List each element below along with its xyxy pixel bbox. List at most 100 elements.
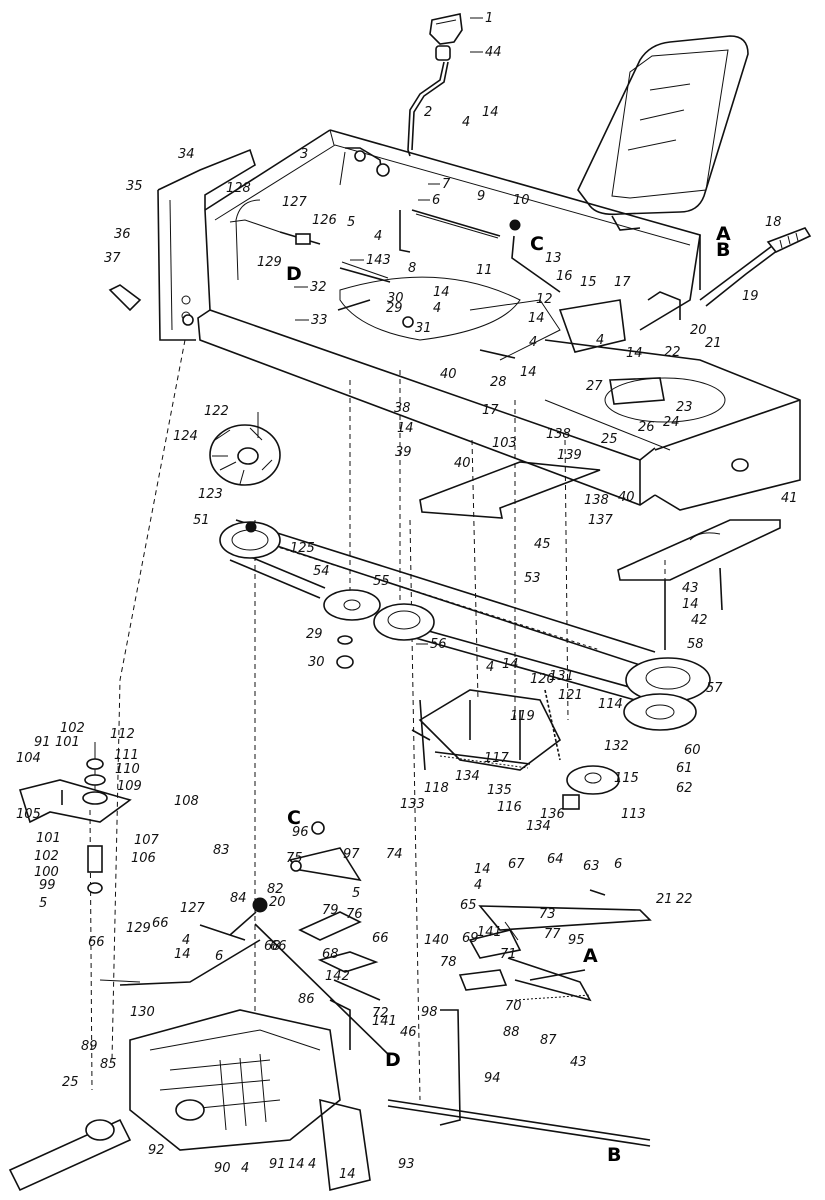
part-label-5: 5 xyxy=(352,886,360,901)
part-label-119: 119 xyxy=(510,709,535,724)
part-label-122: 122 xyxy=(204,404,229,419)
part-label-71: 71 xyxy=(500,947,517,962)
part-label-19: 19 xyxy=(742,289,759,304)
part-label-40: 40 xyxy=(454,456,471,471)
part-label-129: 129 xyxy=(126,921,151,936)
chassis-frame xyxy=(157,129,801,511)
part-label-114: 114 xyxy=(598,697,623,712)
part-label-117: 117 xyxy=(484,751,510,766)
part-label-109: 109 xyxy=(117,779,142,794)
part-label-139: 139 xyxy=(557,448,582,463)
part-label-15: 15 xyxy=(580,275,597,290)
part-label-142: 142 xyxy=(325,969,350,984)
part-label-4: 4 xyxy=(596,333,604,348)
shift-knob xyxy=(429,13,463,61)
part-label-104: 104 xyxy=(16,751,41,766)
part-label-127: 127 xyxy=(282,195,308,210)
part-label-113: 113 xyxy=(621,807,646,822)
part-label-18: 18 xyxy=(765,215,782,230)
part-label-130: 130 xyxy=(130,1005,155,1020)
part-label-94: 94 xyxy=(484,1071,501,1086)
part-label-6: 6 xyxy=(614,857,622,872)
part-label-129: 129 xyxy=(257,255,282,270)
part-label-4: 4 xyxy=(308,1157,316,1172)
part-label-40: 40 xyxy=(618,490,635,505)
part-label-16: 16 xyxy=(556,269,573,284)
part-label-141: 141 xyxy=(477,925,502,940)
part-label-69: 69 xyxy=(462,931,479,946)
part-label-143: 143 xyxy=(366,253,391,268)
part-label-126: 126 xyxy=(312,213,337,228)
part-label-25: 25 xyxy=(62,1075,79,1090)
part-label-38: 38 xyxy=(394,401,411,416)
part-label-14: 14 xyxy=(474,862,491,877)
part-label-22: 22 xyxy=(676,892,693,907)
part-label-140: 140 xyxy=(424,933,449,948)
part-label-95: 95 xyxy=(568,933,585,948)
part-label-70: 70 xyxy=(505,999,522,1014)
part-label-68: 68 xyxy=(322,947,339,962)
drive-belt xyxy=(227,519,656,701)
bracket-plates xyxy=(419,461,781,611)
part-label-66: 66 xyxy=(372,931,389,946)
part-label-14: 14 xyxy=(482,105,499,120)
part-label-92: 92 xyxy=(148,1143,165,1158)
part-label-10: 10 xyxy=(513,193,530,208)
part-label-97: 97 xyxy=(343,847,360,862)
part-label-23: 23 xyxy=(676,400,693,415)
part-label-106: 106 xyxy=(131,851,156,866)
part-label-72: 72 xyxy=(372,1006,389,1021)
part-label-101: 101 xyxy=(36,831,61,846)
pulleys xyxy=(219,521,711,731)
part-label-77: 77 xyxy=(544,927,561,942)
part-label-105: 105 xyxy=(16,807,41,822)
part-label-9: 9 xyxy=(477,189,485,204)
part-label-138: 138 xyxy=(546,427,571,442)
part-label-107: 107 xyxy=(134,833,160,848)
linkage-rods xyxy=(99,924,651,1147)
part-label-91: 91 xyxy=(34,735,51,750)
idler-assembly xyxy=(411,689,620,810)
part-label-112: 112 xyxy=(110,727,135,742)
part-label-34: 34 xyxy=(178,147,195,162)
part-label-132: 132 xyxy=(604,739,629,754)
part-label-14: 14 xyxy=(288,1157,305,1172)
part-label-68: 68 xyxy=(264,939,281,954)
part-label-131: 131 xyxy=(549,669,574,684)
part-label-74: 74 xyxy=(386,847,403,862)
part-label-4: 4 xyxy=(486,660,494,675)
part-label-93: 93 xyxy=(398,1157,415,1172)
reference-letter-C: C xyxy=(287,807,301,829)
part-label-30: 30 xyxy=(387,291,404,306)
reference-letter-B: B xyxy=(607,1144,621,1166)
part-label-3: 3 xyxy=(300,147,308,162)
part-label-133: 133 xyxy=(400,797,425,812)
part-label-56: 56 xyxy=(430,637,447,652)
part-label-4: 4 xyxy=(182,933,190,948)
part-label-5: 5 xyxy=(39,896,47,911)
part-label-45: 45 xyxy=(534,537,551,552)
part-label-67: 67 xyxy=(508,857,525,872)
part-label-17: 17 xyxy=(482,403,499,418)
part-label-24: 24 xyxy=(663,415,680,430)
part-label-14: 14 xyxy=(339,1167,356,1182)
part-label-14: 14 xyxy=(520,365,537,380)
part-label-21: 21 xyxy=(656,892,673,907)
part-label-60: 60 xyxy=(684,743,701,758)
part-label-30: 30 xyxy=(308,655,325,670)
part-label-128: 128 xyxy=(226,181,251,196)
part-label-98: 98 xyxy=(421,1005,438,1020)
reference-letter-C: C xyxy=(530,233,544,255)
part-label-4: 4 xyxy=(529,335,537,350)
part-label-42: 42 xyxy=(691,613,708,628)
part-label-29: 29 xyxy=(386,301,403,316)
part-label-36: 36 xyxy=(114,227,131,242)
reference-letter-A: A xyxy=(716,223,731,245)
part-label-137: 137 xyxy=(588,513,614,528)
part-label-11: 11 xyxy=(476,263,493,278)
part-label-4: 4 xyxy=(433,301,441,316)
part-label-55: 55 xyxy=(373,574,390,589)
part-label-4: 4 xyxy=(374,229,382,244)
lever-assembly-right xyxy=(458,889,652,1002)
